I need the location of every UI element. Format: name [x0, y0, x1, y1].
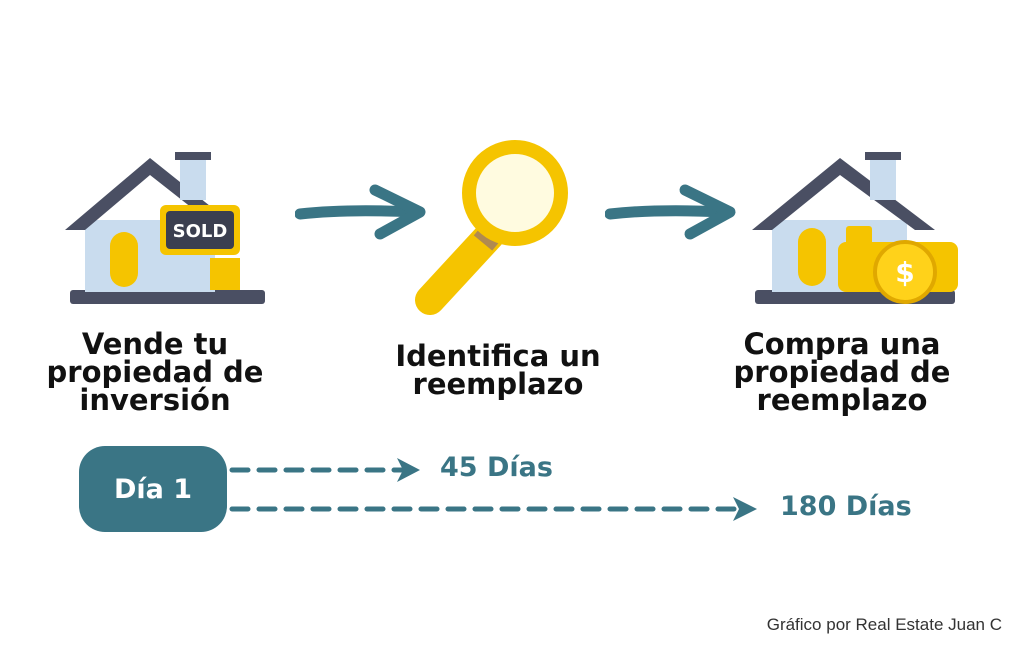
deadline-180-days: 180 Días: [780, 491, 912, 522]
step-1-title: Vende tu propiedad de inversión: [46, 327, 264, 417]
step-3-title: Compra una propiedad de reemplazo: [733, 327, 951, 417]
arrow-right-icon: [605, 184, 736, 240]
house-coins-icon: $: [752, 152, 958, 304]
deadline-45-days: 45 Días: [440, 452, 553, 483]
sold-house-icon: SOLD: [65, 152, 265, 304]
day-1-badge: Día 1: [79, 446, 227, 532]
arrow-right-icon: [295, 184, 426, 240]
day-1-label: Día 1: [113, 473, 193, 505]
dollar-sign: $: [895, 256, 914, 289]
step-2-title: Identifica un reemplazo: [395, 339, 601, 401]
sold-sign: SOLD: [173, 221, 228, 242]
credit-text: Gráfico por Real Estate Juan C: [766, 615, 1002, 634]
magnifying-glass-icon: [415, 140, 568, 315]
timeline-arrows: [229, 458, 757, 521]
